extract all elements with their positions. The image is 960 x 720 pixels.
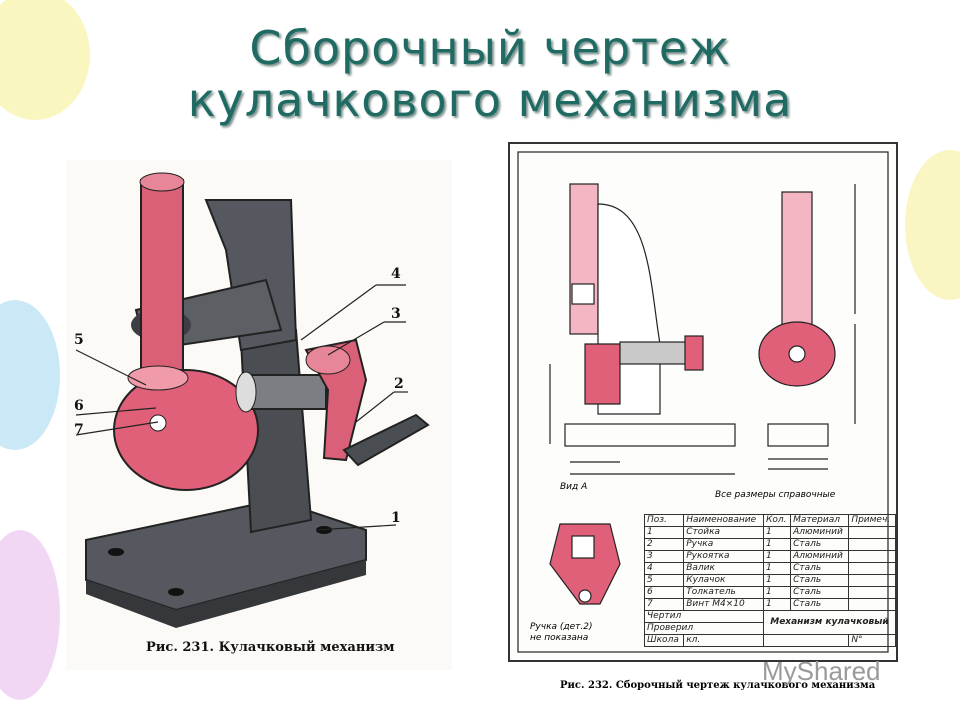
spec-cell: 1 [762,538,792,551]
slide-title: Сборочный чертеж кулачкового механизма [150,22,830,126]
figure-caption-left: Рис. 231. Кулачковый механизм [146,640,395,655]
spec-cell: 6 [643,586,685,599]
spec-cell: Сталь [790,598,850,611]
spec-cell: Толкатель [683,586,764,599]
callout-5: 5 [74,332,84,348]
spec-cell: Сталь [790,586,850,599]
spec-cell: 1 [762,574,792,587]
stamp-drew: Чертил [644,610,764,623]
spec-cell: 7 [643,598,685,611]
spec-cell: 1 [762,526,792,539]
spec-cell: Сталь [790,538,850,551]
watermark: MyShared [762,656,881,686]
balloon-decoration [0,0,90,120]
callout-6: 6 [74,398,84,414]
stamp-checked: Проверил [644,622,764,635]
spec-cell: Ручка [683,538,764,551]
balloon-decoration [0,300,60,450]
handle-note-line-1: Ручка (дет.2) [530,622,593,632]
spec-cell [848,550,896,563]
stamp-name-1: Механизм [770,617,823,627]
specification-table: Поз. Наименование Кол. Материал Примеч. … [643,514,897,647]
spec-header-row: Поз. Наименование Кол. Материал Примеч. [643,514,896,527]
stamp-school: Школа [643,634,685,647]
handle-note: Ручка (дет.2) не показана [530,622,593,644]
spec-cell: 1 [643,526,685,539]
spec-cell: Винт М4×10 [683,598,764,611]
mechanism-drawing [75,172,430,628]
stamp-title: Механизм кулачковый [762,610,897,635]
spec-cell: 1 [762,598,792,611]
balloon-decoration [0,530,60,700]
title-line-1: Сборочный чертеж [249,21,731,75]
spec-cell: 1 [762,586,792,599]
assembly-drawing: Все размеры справочные Вид А Ручка (дет.… [508,142,898,691]
spec-cell: Сталь [790,562,850,575]
stamp-number: N° [848,634,896,647]
spec-cell: 2 [643,538,685,551]
spec-header-cell: Кол. [762,514,792,527]
assembly-drawing-lines [517,151,889,653]
spec-cell: 1 [762,562,792,575]
spec-cell: Алюминий [790,526,850,539]
spec-cell: 1 [762,550,792,563]
spec-header-cell: Наименование [683,514,764,527]
figure-caption-right: Рис. 232. Сборочный чертеж кулачкового м… [560,680,876,691]
handle-note-line-2: не показана [530,633,589,643]
spec-cell [848,586,896,599]
callout-1: 1 [391,510,401,526]
spec-cell: 5 [643,574,685,587]
spec-header-cell: Материал [790,514,850,527]
spec-cell [848,526,896,539]
spec-cell [848,562,896,575]
spec-cell [848,598,896,611]
stamp-name-2: кулачковый [825,617,889,627]
spec-cell: Алюминий [790,550,850,563]
mechanism-illustration: 4 3 5 2 6 7 1 Рис. 231. Кулачковый механ… [66,160,452,670]
spec-cell: Рукоятка [683,550,764,563]
title-line-2: кулачкового механизма [187,73,793,127]
spec-cell: 3 [643,550,685,563]
spec-cell: Кулачок [683,574,764,587]
dimension-note: Все размеры справочные [715,490,836,500]
spec-header-cell: Примеч. [848,514,896,527]
callout-2: 2 [394,376,404,392]
spec-cell [848,574,896,587]
stamp-empty [762,634,850,647]
spec-cell: 4 [643,562,685,575]
callout-7: 7 [74,422,84,438]
view-a-label: Вид А [560,482,588,492]
balloon-decoration [905,150,960,300]
spec-cell [848,538,896,551]
spec-cell: Стойка [683,526,764,539]
spec-header-cell: Поз. [643,514,685,527]
callout-4: 4 [391,266,401,282]
spec-cell: Валик [683,562,764,575]
spec-cell: Сталь [790,574,850,587]
stamp-class: кл. [683,634,764,647]
callout-3: 3 [391,306,401,322]
